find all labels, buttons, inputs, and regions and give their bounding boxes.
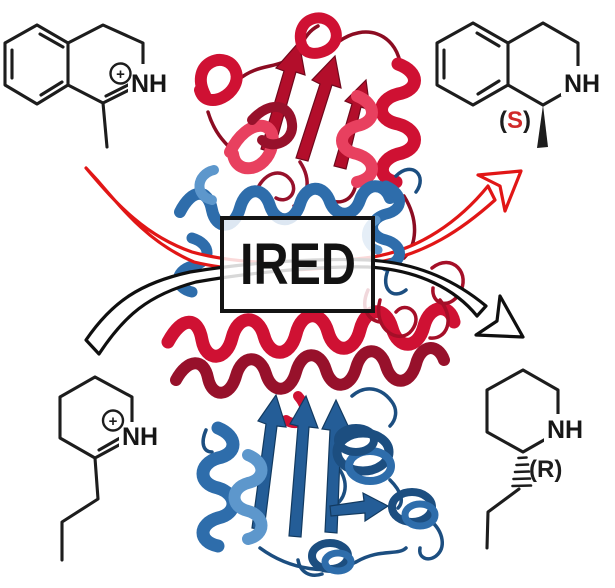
alpha-helix (194, 54, 243, 106)
stereo-letter-s: S (507, 107, 523, 134)
protein-loop (201, 428, 214, 454)
label-mask (119, 422, 163, 450)
bond-skeleton (485, 368, 560, 550)
protein-loop (394, 167, 422, 194)
nh-label: NH (122, 423, 158, 451)
beta-strand (329, 491, 390, 523)
red-arrow-shaft (84, 166, 497, 272)
ired-label: IRED (240, 232, 356, 297)
red-arrow-head (476, 169, 523, 213)
alpha-helix (228, 449, 268, 545)
nh-label: NH (547, 416, 583, 444)
molecule-substrate-top-left: + NH (3, 23, 170, 149)
protein-loop (428, 298, 450, 340)
alpha-helix (196, 421, 240, 553)
protein-loop (418, 518, 444, 561)
beta-strand (295, 54, 342, 162)
hashed-wedge-bond (511, 456, 533, 488)
red-reaction-arrow (84, 166, 523, 272)
protein-loop (350, 387, 398, 428)
alpha-helix (170, 342, 450, 399)
bond-skeleton (58, 375, 134, 562)
black-arrow-shaft (84, 257, 488, 356)
protein-ribbon-mid-crimson-band (161, 260, 465, 428)
beta-strand (251, 393, 287, 531)
protein-ribbon-bottom-domain (196, 387, 444, 577)
bond-skeleton (435, 21, 580, 107)
nh-label: NH (131, 70, 167, 98)
alpha-helix (161, 302, 461, 363)
label-mask (544, 414, 588, 442)
beta-strand (288, 394, 319, 538)
molecule-product-bottom-right: NH (R) (485, 368, 588, 550)
plus-charge-icon (109, 62, 132, 85)
protein-loop (354, 546, 408, 564)
protein-loop (384, 268, 408, 296)
charge-label: + (116, 66, 125, 83)
helix-coil-ring (401, 500, 439, 530)
molecule-substrate-bottom-left: + NH (58, 375, 163, 562)
stereo-letter-r: R (537, 456, 554, 483)
alpha-helix (247, 101, 297, 150)
nh-label: NH (564, 70, 600, 98)
black-arrow-head (474, 294, 525, 339)
stereo-paren-open: ( (529, 456, 537, 483)
protein-ribbon-top-domain (194, 12, 421, 260)
wedge-bond (537, 105, 548, 148)
alpha-helix (375, 57, 421, 189)
stereo-label-s: (S) (499, 107, 531, 134)
bond-skeleton (3, 23, 145, 149)
stereo-paren-close: ) (554, 456, 562, 483)
protein-loop (253, 171, 296, 202)
alpha-helix (294, 12, 342, 59)
helix-coil-ring (334, 424, 378, 456)
label-mask (128, 64, 170, 94)
protein-loop (296, 558, 324, 577)
charge-label: + (109, 413, 118, 430)
protein-loop (336, 30, 402, 64)
ired-box-frame (220, 216, 375, 313)
black-reaction-arrow (84, 257, 525, 356)
alpha-helix (194, 165, 219, 205)
helix-coil-ring (321, 549, 355, 575)
label-mask (561, 66, 605, 96)
alpha-helix (336, 90, 378, 188)
molecule-product-top-right: NH (S) (435, 21, 605, 148)
plus-charge-icon (101, 409, 125, 432)
stereo-paren-close: ) (523, 107, 531, 134)
stereo-paren-open: ( (499, 107, 507, 134)
stereo-label-r: (R) (529, 456, 562, 483)
ired-enzyme-box: IRED (220, 216, 375, 313)
